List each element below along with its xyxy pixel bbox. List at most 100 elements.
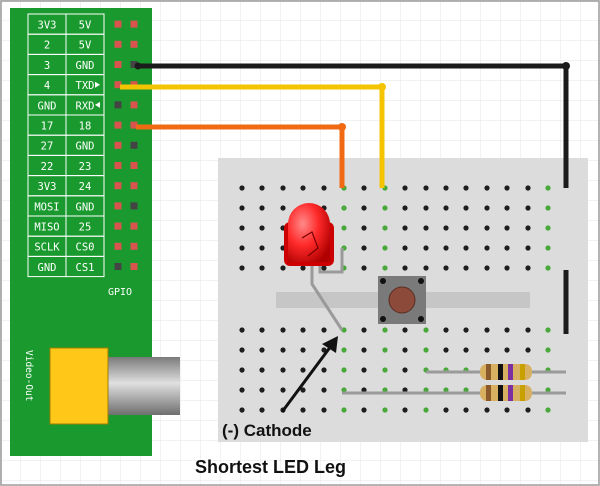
breadboard-hole [259, 205, 265, 211]
wire-orange-bend [338, 123, 346, 131]
gpio-pin [114, 141, 122, 149]
breadboard-hole [545, 185, 551, 191]
breadboard-hole [259, 185, 265, 191]
breadboard-hole [463, 205, 469, 211]
breadboard-hole [382, 327, 388, 333]
resistor-body [480, 385, 532, 401]
breadboard-hole [504, 265, 510, 271]
breadboard-hole [382, 245, 388, 251]
breadboard-hole [402, 387, 408, 393]
gpio-pin [114, 222, 122, 230]
breadboard-hole [280, 347, 286, 353]
button-pin [380, 278, 386, 284]
direction-arrow-icon [95, 101, 100, 108]
breadboard-hole [402, 185, 408, 191]
gpio-pin [114, 121, 122, 129]
breadboard-hole [382, 265, 388, 271]
led-die [301, 231, 319, 257]
header-cell [65, 255, 105, 278]
gpio-pin [130, 101, 138, 109]
push-button [378, 276, 426, 324]
breadboard-hole [545, 327, 551, 333]
breadboard-hole [484, 185, 490, 191]
wire-black-end [134, 62, 142, 70]
breadboard-hole [259, 347, 265, 353]
breadboard-hole [443, 265, 449, 271]
breadboard-hole [402, 367, 408, 373]
breadboard-hole [463, 225, 469, 231]
breadboard-hole [259, 387, 265, 393]
pin-label: 5V [79, 20, 92, 32]
pin-label: SCLK [34, 242, 60, 254]
wires [120, 62, 570, 334]
pin-label: CS0 [76, 242, 95, 254]
breadboard-hole [361, 185, 367, 191]
button-pin [380, 316, 386, 322]
breadboard-hole [321, 387, 327, 393]
pin-label: MOSI [34, 201, 59, 213]
breadboard-hole [300, 347, 306, 353]
breadboard-hole [300, 327, 306, 333]
gpio-pin [130, 141, 138, 149]
gpio-pin [114, 202, 122, 210]
breadboard-hole [545, 347, 551, 353]
button-pin [418, 316, 424, 322]
breadboard-hole [525, 205, 531, 211]
breadboard-hole [361, 225, 367, 231]
breadboard-hole [463, 387, 469, 393]
breadboard-hole [259, 225, 265, 231]
breadboard-hole [443, 185, 449, 191]
breadboard-hole [382, 367, 388, 373]
breadboard-hole [402, 265, 408, 271]
breadboard-hole [423, 387, 429, 393]
pin-label: 24 [79, 181, 92, 193]
breadboard-hole [504, 225, 510, 231]
gpio-pin [130, 61, 138, 68]
breadboard-hole [321, 265, 327, 271]
breadboard-hole [239, 347, 245, 353]
breadboard-hole [239, 387, 245, 393]
breadboard-hole [382, 387, 388, 393]
breadboard-hole [443, 225, 449, 231]
breadboard-hole [259, 265, 265, 271]
breadboard-hole [341, 205, 347, 211]
cathode-annotation: (-) Cathode Shortest LED Leg [195, 336, 346, 477]
breadboard-hole [280, 185, 286, 191]
breadboard-hole [545, 265, 551, 271]
breadboard-hole [321, 327, 327, 333]
pin-label: GND [76, 141, 95, 153]
breadboard-hole [259, 327, 265, 333]
breadboard-hole [525, 265, 531, 271]
breadboard-hole [463, 265, 469, 271]
resistor-band [486, 385, 491, 401]
breadboard-hole [484, 407, 490, 413]
breadboard-hole [443, 347, 449, 353]
breadboard-hole [239, 225, 245, 231]
breadboard-hole [402, 327, 408, 333]
pin-label: GND [38, 262, 57, 274]
breadboard-hole [321, 407, 327, 413]
breadboard-hole [280, 387, 286, 393]
gpio-pin [130, 202, 138, 210]
breadboard-hole [463, 185, 469, 191]
pin-label: 3 [44, 60, 50, 72]
video-out-jack [105, 357, 180, 415]
breadboard-hole [382, 407, 388, 413]
breadboard-hole [423, 265, 429, 271]
breadboard-hole [239, 265, 245, 271]
breadboard-hole [525, 407, 531, 413]
breadboard-hole [259, 367, 265, 373]
gpio-label: GPIO [108, 287, 132, 298]
gpio-pin [114, 242, 122, 250]
pin-label: GND [76, 60, 95, 72]
breadboard-hole [341, 367, 347, 373]
led-anode-leg [318, 248, 344, 274]
pin-label: 5V [79, 40, 92, 52]
pin-label: 18 [79, 121, 92, 133]
breadboard-hole [525, 245, 531, 251]
led-body [288, 203, 330, 262]
gpio-pin [114, 101, 122, 109]
button-cap [388, 286, 416, 314]
